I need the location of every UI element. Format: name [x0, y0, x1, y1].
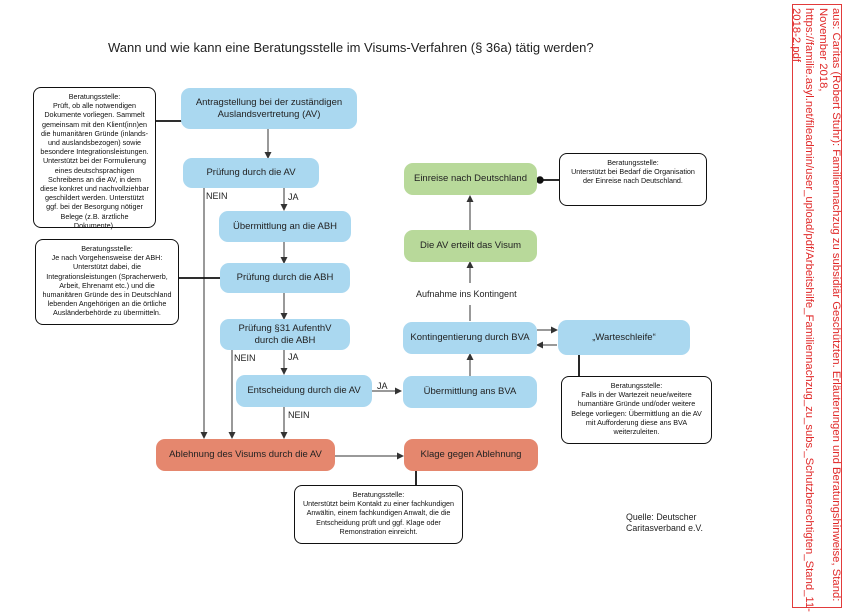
- label-ja-2: JA: [288, 352, 299, 362]
- note-text: Falls in der Wartezeit neue/weitere huma…: [571, 390, 702, 437]
- label-nein-3: NEIN: [288, 410, 310, 420]
- box-antragstellung: Antragstellung bei der zuständigen Ausla…: [181, 88, 357, 129]
- diagram-title: Wann und wie kann eine Beratungsstelle i…: [108, 40, 594, 55]
- box-warteschleife: „Warteschleife“: [558, 320, 690, 355]
- label-nein-1: NEIN: [206, 191, 228, 201]
- note-beratung-antrag: Beratungsstelle: Prüft, ob alle notwendi…: [33, 87, 156, 230]
- side-note-frame: [792, 4, 842, 608]
- box-ablehnung: Ablehnung des Visums durch die AV: [156, 439, 335, 471]
- label-ja-3: JA: [377, 381, 388, 391]
- note-heading: Beratungsstelle:: [610, 381, 663, 390]
- note-heading: Beratungsstelle:: [352, 490, 405, 499]
- box-pruefung-31: Prüfung §31 AufenthV durch die ABH: [220, 319, 350, 350]
- note-beratung-abh: Beratungsstelle: Je nach Vorgehensweise …: [35, 239, 179, 325]
- note-heading: Beratungsstelle:: [81, 244, 133, 253]
- box-pruefung-abh: Prüfung durch die ABH: [220, 263, 350, 293]
- box-uebermittlung-abh: Übermittlung an die ABH: [219, 211, 351, 242]
- note-beratung-klage: Beratungsstelle: Unterstützt beim Kontak…: [294, 485, 463, 544]
- box-einreise: Einreise nach Deutschland: [404, 163, 537, 195]
- note-heading: Beratungsstelle:: [607, 158, 659, 167]
- source-caption: Quelle: Deutscher Caritasverband e.V.: [626, 512, 703, 533]
- note-text: Prüft, ob alle notwendigen Dokumente vor…: [40, 101, 149, 230]
- box-uebermittlung-bva: Übermittlung ans BVA: [403, 376, 537, 408]
- note-heading: Beratungsstelle:: [68, 92, 121, 101]
- side-note-text: aus: Caritas (Robert Stuhr): Familiennac…: [789, 8, 842, 612]
- note-text: Unterstützt bei Bedarf die Organisation …: [571, 167, 695, 186]
- note-beratung-warteschleife: Beratungsstelle: Falls in der Wartezeit …: [561, 376, 712, 444]
- box-visum: Die AV erteilt das Visum: [404, 230, 537, 262]
- box-entscheidung: Entscheidung durch die AV: [236, 375, 372, 407]
- box-kontingentierung: Kontingentierung durch BVA: [403, 322, 537, 354]
- label-ja-1: JA: [288, 192, 299, 202]
- note-text: Unterstützt beim Kontakt zu einer fachku…: [302, 499, 455, 536]
- box-pruefung-av: Prüfung durch die AV: [183, 158, 319, 188]
- note-beratung-einreise: Beratungsstelle: Unterstützt bei Bedarf …: [559, 153, 707, 206]
- box-klage: Klage gegen Ablehnung: [404, 439, 538, 471]
- label-aufnahme: Aufnahme ins Kontingent: [416, 289, 517, 299]
- note-text: Je nach Vorgehensweise der ABH: Unterstü…: [42, 253, 172, 318]
- label-nein-2: NEIN: [234, 353, 256, 363]
